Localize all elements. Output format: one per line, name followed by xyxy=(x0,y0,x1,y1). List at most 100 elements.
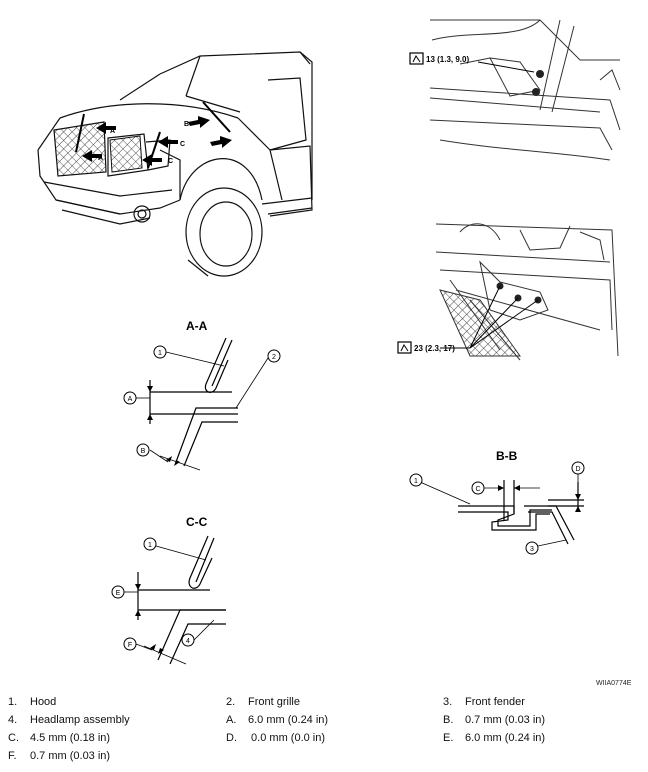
callout-label: 2 xyxy=(272,354,276,361)
legend-row: 1. Hood 2. Front grille 3. Front fender xyxy=(0,694,648,712)
callout-circle xyxy=(136,443,150,457)
callout-circle xyxy=(571,461,585,475)
vehicle-illustration xyxy=(37,51,313,277)
radiator-mesh xyxy=(439,289,521,357)
section-bb-leaders xyxy=(419,474,579,547)
callout-label: D xyxy=(575,466,580,473)
section-title-bb: B-B xyxy=(496,449,518,463)
legend-key: 1. xyxy=(8,696,18,708)
legend-item: C. 4.5 mm (0.18 in) xyxy=(8,730,110,746)
arrow-icon-c2 xyxy=(142,154,162,166)
legend-key: C. xyxy=(8,732,19,744)
torque-wrench-icon-lower xyxy=(397,341,412,354)
legend-key: B. xyxy=(443,714,454,726)
legend-text: Front fender xyxy=(465,696,525,708)
section-cc-callouts xyxy=(111,537,195,651)
section-bb-callouts xyxy=(409,461,585,555)
marker-label-c-lower: C xyxy=(168,158,173,165)
callout-circle xyxy=(525,541,539,555)
legend-item: D. 0.0 mm (0.0 in) xyxy=(226,730,325,746)
legend: 1. Hood 2. Front grille 3. Front fender 4. H… xyxy=(0,694,648,766)
callout-circle xyxy=(123,637,137,651)
legend-item: F.0.7 mm (0.03 in) xyxy=(8,748,110,764)
legend-row: 4. Headlamp assembly A. 6.0 mm (0.24 in) B… xyxy=(0,712,648,730)
legend-text: 0.0 mm (0.0 in) xyxy=(248,732,326,744)
hood-hinge-illustration xyxy=(429,19,621,161)
legend-item: A. 6.0 mm (0.24 in) xyxy=(226,712,328,728)
marker-label-c-upper: C xyxy=(180,141,185,148)
section-title-aa: A-A xyxy=(186,319,208,333)
torque-leaders-lower xyxy=(440,285,539,349)
section-cc-leaders xyxy=(124,545,215,665)
marker-label-a-upper: A xyxy=(110,128,115,135)
legend-row: F.0.7 mm (0.03 in) xyxy=(0,748,648,766)
callout-label: E xyxy=(116,590,121,597)
hood-lock-illustration xyxy=(435,223,619,361)
hinge-bolts xyxy=(532,70,544,96)
arrow-icon-b2 xyxy=(210,136,232,148)
legend-text: 0.7 mm (0.03 in) xyxy=(465,714,546,726)
legend-text: Front grille xyxy=(248,696,300,708)
legend-text: Headlamp assembly xyxy=(30,714,130,726)
arrow-icon-b1 xyxy=(188,116,210,128)
arrow-icon-a1 xyxy=(96,122,116,134)
legend-item: 1. Hood xyxy=(8,694,56,710)
figure-id: WIIA0774E xyxy=(596,680,632,687)
legend-item: 4. Headlamp assembly xyxy=(8,712,130,728)
section-aa-drawing xyxy=(149,337,238,467)
callout-label: F xyxy=(128,642,132,649)
hood-adjustment-diagram: A A B C C 13 (1.3, 9.0) xyxy=(37,19,621,665)
legend-key: A. xyxy=(226,714,237,726)
torque-spec-upper: 13 (1.3, 9.0) xyxy=(426,55,469,64)
legend-key: 4. xyxy=(8,714,18,726)
callout-circle xyxy=(409,473,423,487)
legend-text: 4.5 mm (0.18 in) xyxy=(30,732,111,744)
callout-label: 1 xyxy=(158,350,162,357)
section-title-cc: C-C xyxy=(186,515,208,529)
callout-label: A xyxy=(128,396,133,403)
section-aa-callouts xyxy=(123,345,281,457)
marker-label-b: B xyxy=(184,121,189,128)
headlamp-mesh xyxy=(109,135,143,173)
legend-item: 2. Front grille xyxy=(226,694,300,710)
callout-circle xyxy=(111,585,125,599)
callout-circle xyxy=(181,633,195,647)
torque-spec-lower: 23 (2.3, 17) xyxy=(414,344,455,353)
section-aa-arrows xyxy=(147,386,180,466)
legend-row: C. 4.5 mm (0.18 in) D. 0.0 mm (0.0 in) E.… xyxy=(0,730,648,748)
section-arrows xyxy=(82,116,232,166)
legend-key: 2. xyxy=(226,696,236,708)
marker-label-a-lower: A xyxy=(98,155,103,162)
legend-item: E. 6.0 mm (0.24 in) xyxy=(443,730,545,746)
legend-item: B. 0.7 mm (0.03 in) xyxy=(443,712,545,728)
section-aa-leaders xyxy=(136,351,269,471)
callout-circle xyxy=(267,349,281,363)
callout-circle xyxy=(471,481,485,495)
legend-key: E. xyxy=(443,732,454,744)
legend-text: 6.0 mm (0.24 in) xyxy=(248,714,329,726)
callout-circle xyxy=(153,345,167,359)
torque-leader-upper xyxy=(477,61,535,73)
section-bb-drawing xyxy=(458,480,584,545)
arrow-icon-a2 xyxy=(82,150,102,162)
callout-label: 1 xyxy=(414,478,418,485)
legend-text: Hood xyxy=(30,696,57,708)
section-cc-arrows xyxy=(135,584,164,654)
legend-item: 3. Front fender xyxy=(443,694,525,710)
section-bb-arrows xyxy=(498,485,581,512)
section-cc-drawing xyxy=(137,535,226,665)
legend-text: 6.0 mm (0.24 in) xyxy=(465,732,546,744)
callout-label: 1 xyxy=(148,542,152,549)
legend-key: F. xyxy=(8,750,17,762)
legend-key: 3. xyxy=(443,696,453,708)
callout-circle xyxy=(143,537,157,551)
callout-circle xyxy=(123,391,137,405)
front-grille-mesh xyxy=(53,121,107,177)
lock-bolts xyxy=(496,282,542,304)
callout-label: C xyxy=(475,486,480,493)
torque-wrench-icon xyxy=(409,52,424,65)
legend-key: D. xyxy=(226,732,237,744)
callout-label: 3 xyxy=(530,546,534,553)
arrow-icon-c1 xyxy=(158,136,178,148)
callout-label: B xyxy=(141,448,146,455)
